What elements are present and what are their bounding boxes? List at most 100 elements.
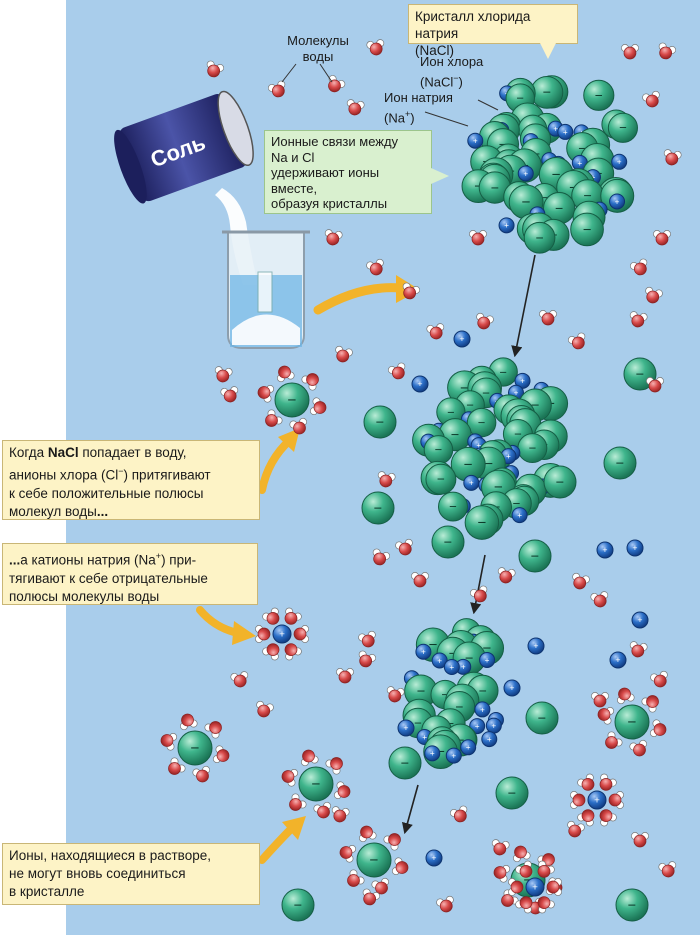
sodium-charge: + bbox=[279, 629, 285, 640]
water-molecule bbox=[436, 895, 454, 913]
water-molecule bbox=[426, 323, 445, 340]
chloride-ion: − bbox=[466, 407, 497, 438]
sodium-charge: + bbox=[459, 334, 464, 344]
water-molecule bbox=[515, 896, 533, 914]
ions-note-callout: Ионы, находящиеся в растворе, не могут в… bbox=[2, 843, 260, 905]
sodium-ion: + bbox=[411, 375, 429, 393]
chloride-charge: − bbox=[449, 499, 457, 514]
water-molecule bbox=[567, 332, 586, 350]
anions-note-l2b: ) притягивают bbox=[123, 467, 211, 483]
curved-arrow-cations bbox=[196, 606, 242, 637]
cations-note-l1a: ... bbox=[9, 552, 21, 568]
water-molecule bbox=[653, 230, 671, 246]
chloride-charge: − bbox=[555, 200, 563, 216]
water-molecule bbox=[335, 345, 353, 363]
chloride-charge: − bbox=[536, 230, 544, 245]
chloride-charge: − bbox=[191, 740, 200, 757]
ions-note-line2: не могут вновь соединиться bbox=[9, 866, 186, 881]
chloride-charge: − bbox=[370, 852, 379, 869]
sodium-charge: + bbox=[473, 137, 478, 146]
beaker bbox=[222, 230, 310, 349]
sodium-ion-formula-end: ) bbox=[410, 110, 415, 126]
sodium-charge: + bbox=[417, 379, 422, 389]
anions-note-l2a: анионы хлора (Cl bbox=[9, 467, 119, 483]
water-molecule bbox=[372, 548, 391, 566]
chloride-charge: − bbox=[460, 380, 469, 397]
cations-note-line1: ...а катионы натрия (Na+) при- bbox=[9, 547, 251, 570]
water-molecule bbox=[497, 567, 516, 584]
sodium-charge: + bbox=[437, 656, 442, 665]
chloride-charge: − bbox=[628, 714, 637, 731]
curved-arrow-anions bbox=[258, 436, 294, 494]
water-molecule bbox=[230, 671, 249, 688]
crystal-title-line1: Кристалл хлорида натрия bbox=[415, 9, 531, 41]
sodium-ion: + bbox=[631, 611, 649, 629]
water-molecule bbox=[309, 397, 327, 415]
water-molecule bbox=[160, 733, 178, 751]
sodium-charge: + bbox=[517, 511, 522, 520]
chloride-charge: − bbox=[435, 442, 442, 457]
water-molecule bbox=[476, 312, 494, 330]
water-molecule bbox=[325, 757, 343, 775]
water-molecule bbox=[358, 650, 377, 668]
chloride-ion: − bbox=[361, 491, 395, 525]
ionic-bonds-callout-tail bbox=[431, 168, 449, 184]
water-molecule bbox=[391, 857, 409, 875]
sodium-charge: + bbox=[466, 743, 471, 752]
chloride-ion: − bbox=[281, 888, 315, 922]
sodium-charge: + bbox=[504, 221, 509, 230]
chloride-charge: − bbox=[446, 716, 454, 731]
sodium-ion: + bbox=[415, 643, 432, 660]
sodium-ion: + bbox=[443, 659, 460, 676]
water-molecule bbox=[212, 745, 230, 763]
water-molecule bbox=[301, 749, 319, 767]
sodium-charge: + bbox=[431, 853, 436, 863]
water-molecule bbox=[257, 385, 275, 403]
sodium-ion-line1: Ион натрия bbox=[384, 90, 453, 105]
process-arrows bbox=[401, 254, 536, 835]
water-molecule bbox=[590, 591, 609, 608]
chloride-charge: − bbox=[444, 535, 452, 551]
chloride-ion: − bbox=[614, 704, 650, 740]
water-molecule bbox=[658, 861, 677, 878]
chloride-charge: − bbox=[494, 479, 503, 496]
water-molecule bbox=[608, 791, 624, 809]
water-molecule bbox=[629, 258, 648, 276]
sodium-ion-label: Ион натрия (Na+) bbox=[384, 90, 453, 126]
sodium-ion: + bbox=[397, 719, 415, 737]
ions-note-line3: в кристалле bbox=[9, 884, 85, 899]
water-molecule bbox=[289, 417, 307, 435]
water-molecule bbox=[572, 572, 590, 590]
chloride-charge: − bbox=[466, 397, 474, 412]
sodium-charge: + bbox=[594, 795, 600, 806]
curved-arrow-cations-head bbox=[232, 621, 256, 645]
water-molecule bbox=[377, 471, 396, 488]
sodium-ion: + bbox=[431, 652, 448, 669]
water-molecule bbox=[537, 860, 555, 878]
water-molecule bbox=[293, 625, 309, 643]
water-molecule bbox=[359, 825, 377, 843]
sodium-charge: + bbox=[602, 545, 607, 555]
water-molecule bbox=[449, 805, 468, 823]
chloride-charge: − bbox=[478, 415, 486, 430]
crystal-title-callout: Кристалл хлорида натрия (NaCl) bbox=[408, 4, 578, 58]
water-molecule bbox=[277, 365, 295, 383]
chloride-charge: − bbox=[556, 475, 564, 491]
sodium-charge: + bbox=[615, 655, 620, 665]
water-molecule bbox=[204, 721, 222, 739]
ionic-bonds-callout: Ионные связи между Na и Cl удерживают ио… bbox=[264, 130, 432, 214]
chloride-charge: − bbox=[538, 711, 546, 727]
sodium-ion: + bbox=[479, 651, 496, 668]
sodium-ion: + bbox=[445, 747, 462, 764]
chloride-charge: − bbox=[531, 549, 539, 565]
chloride-charge: − bbox=[541, 190, 548, 205]
water-molecule bbox=[599, 809, 617, 827]
water-molecule bbox=[631, 832, 649, 848]
sodium-ion: + bbox=[474, 701, 491, 718]
water-molecule bbox=[663, 149, 682, 166]
sodium-charge: + bbox=[469, 479, 474, 488]
water-molecule bbox=[168, 757, 186, 775]
chloride-ion: − bbox=[607, 112, 638, 143]
ionic-bonds-line5: образуя кристаллы bbox=[271, 196, 388, 211]
